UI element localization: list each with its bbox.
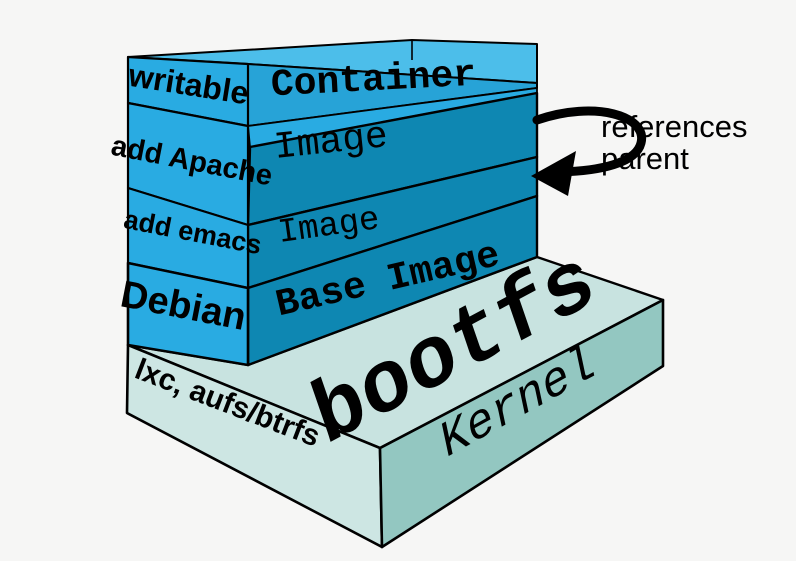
layer-stack-group: writable add Apache add emacs Debian Con… <box>109 39 539 367</box>
platform-group: bootfs Kernel lxc, aufs/btrfs <box>125 231 665 549</box>
annotation-group: references parent <box>531 106 747 196</box>
parent-label: parent <box>601 141 689 176</box>
references-parent-arrow-head <box>531 151 576 196</box>
platform-front-face <box>378 298 665 549</box>
container-label: Container <box>270 54 477 108</box>
debian-side-face <box>126 261 250 367</box>
references-parent-arrow <box>532 106 647 177</box>
references-label: references <box>601 109 747 144</box>
